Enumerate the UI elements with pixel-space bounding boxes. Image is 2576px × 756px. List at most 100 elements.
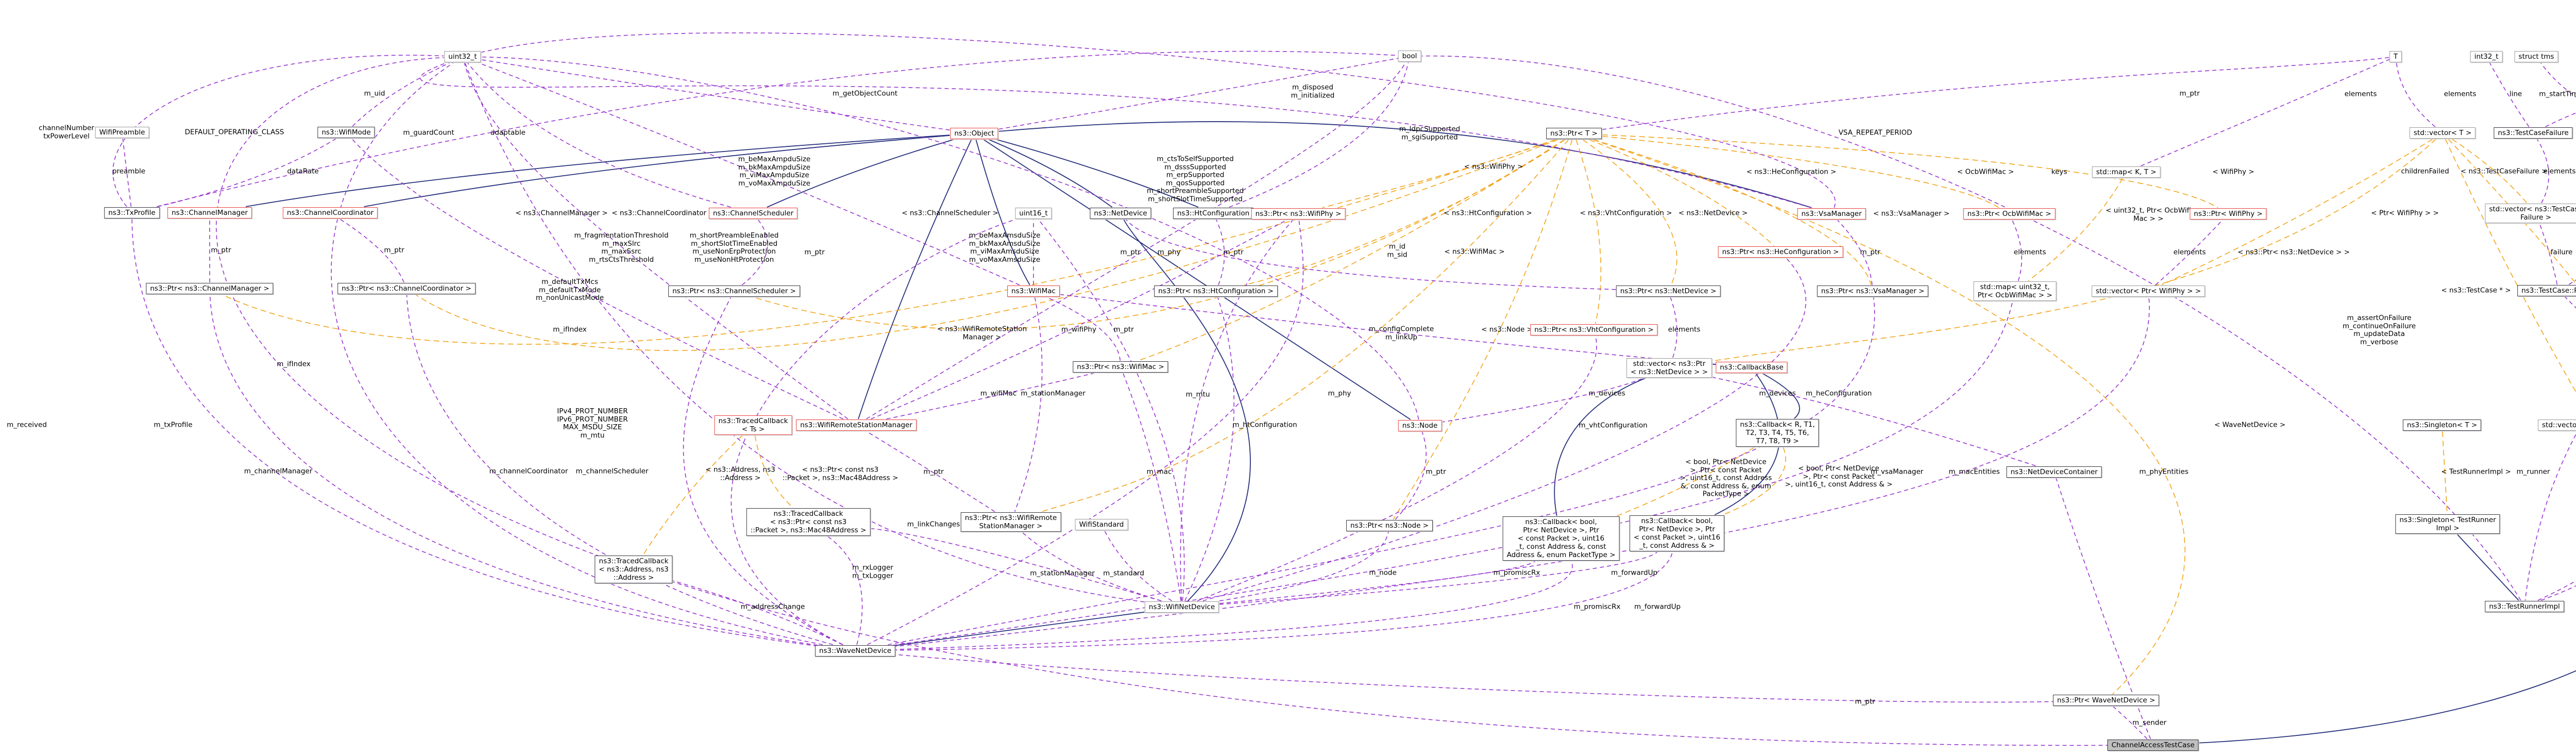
class-node-uint16[interactable]: uint16_t: [1015, 208, 1052, 219]
edge-ptrT-to-ptrnetdev: [1582, 139, 1677, 285]
class-node-ptrT[interactable]: ns3::Ptr< T >: [1546, 128, 1602, 139]
edge-label: m_ptr: [1855, 697, 1875, 706]
edge-vecwifiphy-to-ptrwifiphy: [2155, 220, 2223, 285]
class-node-ptrwave[interactable]: ns3::Ptr< WaveNetDevice >: [2053, 695, 2160, 706]
edge-wifinetdevice-to-uint16: [1038, 219, 1185, 601]
class-node-vecwifiphy[interactable]: std::vector< Ptr< WifiPhy > >: [2091, 285, 2206, 297]
class-node-chmanager[interactable]: ns3::ChannelManager: [167, 207, 252, 219]
edge-node-to-object: [983, 139, 1411, 420]
edge-label: m_ptr: [923, 467, 944, 476]
class-node-tcresult[interactable]: ns3::TestCase::Result: [2517, 285, 2576, 296]
class-node-uint32[interactable]: uint32_t: [444, 51, 481, 62]
class-node-object[interactable]: ns3::Object: [950, 128, 998, 139]
edge-label: elements: [2013, 248, 2046, 257]
class-node-node[interactable]: ns3::Node: [1398, 420, 1442, 431]
class-node-ptrht[interactable]: ns3::Ptr< ns3::HtConfiguration >: [1154, 285, 1278, 297]
edge-label: m_disposed m_initialized: [1291, 83, 1335, 99]
edge-htconfig-to-bool: [1229, 62, 1409, 208]
class-node-txprofile[interactable]: ns3::TxProfile: [104, 207, 160, 219]
edge-label: < ns3::WifiRemoteStation Manager >: [937, 325, 1027, 341]
edge-label: m_guardCount: [403, 128, 454, 137]
class-node-chcoordinator[interactable]: ns3::ChannelCoordinator: [282, 207, 378, 219]
edge-label: childrenFailed: [2401, 167, 2449, 176]
edge-label: < ns3::VsaManager >: [1873, 209, 1950, 218]
class-node-chscheduler[interactable]: ns3::ChannelScheduler: [708, 208, 798, 219]
class-node-mapkt[interactable]: std::map< K, T >: [2092, 166, 2161, 178]
edge-label: m_channelManager: [244, 467, 313, 476]
class-node-wifistandard[interactable]: WifiStandard: [1075, 519, 1128, 530]
class-node-callbackbase[interactable]: ns3::CallbackBase: [1716, 362, 1788, 373]
edge-label: m_ptr: [804, 248, 825, 257]
edge-testcase-to-tcresult: [2564, 296, 2576, 309]
class-node-wifimac[interactable]: ns3::WifiMac: [1007, 285, 1060, 297]
class-node-int32[interactable]: int32_t: [2470, 51, 2503, 62]
class-node-ptrwifiphy3[interactable]: ns3::Ptr< ns3::WifiPhy >: [1251, 208, 1346, 220]
edge-label: m_txProfile: [154, 421, 193, 429]
class-node-tracedcb3[interactable]: ns3::TracedCallback < ns3::Address, ns3 …: [595, 556, 673, 583]
class-node-singletonT[interactable]: ns3::Singleton< T >: [2402, 419, 2482, 431]
class-node-ptrchcoord[interactable]: ns3::Ptr< ns3::ChannelCoordinator >: [337, 283, 476, 294]
class-node-structtms[interactable]: struct tms: [2514, 51, 2558, 62]
class-node-ptrvht[interactable]: ns3::Ptr< ns3::VhtConfiguration >: [1530, 324, 1658, 335]
class-node-ptrvsa[interactable]: ns3::Ptr< ns3::VsaManager >: [1817, 285, 1929, 297]
class-node-vecnetdev[interactable]: std::vector< ns3::Ptr < ns3::NetDevice >…: [1626, 358, 1712, 378]
edge-ptrT-to-ptrchcoord: [415, 139, 1558, 351]
class-node-ptrwifimac[interactable]: ns3::Ptr< ns3::WifiMac >: [1073, 361, 1168, 373]
class-node-callbackR[interactable]: ns3::Callback< R, T1, T2, T3, T4, T5, T6…: [1736, 419, 1819, 447]
class-node-mapocb[interactable]: std::map< uint32_t, Ptr< OcbWifiMac > >: [1973, 281, 2057, 301]
class-node-netdevice[interactable]: ns3::NetDevice: [1090, 208, 1151, 219]
edge-wavenetdevice-to-tracedcb3: [673, 580, 843, 645]
class-node-testrunnerimpl[interactable]: ns3::TestRunnerImpl: [2485, 601, 2564, 612]
class-node-ptrchsched[interactable]: ns3::Ptr< ns3::ChannelScheduler >: [668, 285, 800, 297]
edge-ptrwave-to-wavenetdevice: [892, 653, 2056, 703]
class-node-T[interactable]: T: [2389, 51, 2402, 62]
class-node-wavenetdevice[interactable]: ns3::WaveNetDevice: [815, 645, 896, 657]
class-node-vecT[interactable]: std::vector< T >: [2409, 127, 2476, 139]
edge-tcresult-to-vectcf: [2539, 223, 2558, 285]
class-node-ptrocb[interactable]: ns3::Ptr< OcbWifiMac >: [1963, 208, 2056, 220]
edge-cb2-to-callbackbase: [1714, 373, 1780, 515]
class-node-ptrwifiphy[interactable]: ns3::Ptr< WifiPhy >: [2190, 208, 2267, 220]
class-node-ptrnode[interactable]: ns3::Ptr< ns3::Node >: [1346, 520, 1433, 531]
edge-vecnetdev-to-ptrnetdev: [1670, 297, 1677, 358]
edge-label: m_ptr: [211, 246, 231, 255]
class-node-tracedcb2[interactable]: ns3::TracedCallback < ns3::Ptr< const ns…: [746, 508, 871, 536]
edge-mapkt-to-T: [2141, 59, 2390, 166]
class-node-wrsm[interactable]: ns3::WifiRemoteStationManager: [796, 419, 917, 431]
class-node-singletonTRI[interactable]: ns3::Singleton< TestRunner Impl >: [2395, 514, 2500, 534]
class-node-wifinetdevice[interactable]: ns3::WifiNetDevice: [1144, 601, 1219, 613]
class-node-vectc[interactable]: std::vector< ns3::TestCase * >: [2538, 419, 2576, 431]
edge-wavenetdevice-to-txprofile: [131, 219, 818, 647]
class-node-wifipreamble[interactable]: WifiPreamble: [95, 127, 149, 138]
edge-label: m_received: [7, 421, 47, 429]
class-node-ptrnetdev[interactable]: ns3::Ptr< ns3::NetDevice >: [1616, 285, 1721, 297]
class-node-testcasefailure[interactable]: ns3::TestCaseFailure: [2494, 127, 2573, 139]
edge-vsamanager-to-uint32: [481, 32, 1836, 208]
class-node-ptrhe[interactable]: ns3::Ptr< ns3::HeConfiguration >: [1718, 246, 1843, 258]
edge-label: < ns3::ChannelCoordinator >: [612, 209, 715, 217]
edge-chcoordinator-to-object: [364, 135, 950, 207]
edge-ptrT-to-ptrchsched: [754, 139, 1565, 330]
class-node-ptrwrsm[interactable]: ns3::Ptr< ns3::WifiRemote StationManager…: [960, 512, 1061, 532]
class-node-netdevcontainer[interactable]: ns3::NetDeviceContainer: [2006, 466, 2102, 478]
edge-label: m_ptr: [1426, 467, 1446, 476]
edge-ptrnetdev-to-netdevice: [1125, 219, 1616, 290]
edge-mapkt-to-mapocb: [2028, 178, 2123, 281]
edge-callbackR-to-cb1: [1617, 447, 1755, 516]
edge-label: m_ptr: [384, 246, 404, 255]
class-node-htconfig[interactable]: ns3::HtConfiguration: [1173, 208, 1254, 219]
edge-wifimac-to-uint32: [478, 62, 1020, 285]
class-node-cb2[interactable]: ns3::Callback< bool, Ptr< NetDevice >, P…: [1629, 515, 1725, 551]
class-node-bool[interactable]: bool: [1398, 51, 1421, 62]
edge-callbackR-to-callbackbase: [1762, 373, 1800, 419]
class-node-tracedcb[interactable]: ns3::TracedCallback < Ts >: [714, 415, 792, 435]
class-node-vectcf[interactable]: std::vector< ns3::TestCase Failure >: [2485, 204, 2576, 223]
class-node-cb1[interactable]: ns3::Callback< bool, Ptr< NetDevice >, P…: [1502, 516, 1620, 561]
class-node-wifimode[interactable]: ns3::WifiMode: [317, 127, 375, 138]
edge-label: IPv4_PROT_NUMBER IPv6_PROT_NUMBER MAX_MS…: [557, 407, 628, 440]
class-node-ptrchmanager[interactable]: ns3::Ptr< ns3::ChannelManager >: [146, 283, 274, 294]
edge-wifinetdevice-to-wifistandard: [1104, 530, 1173, 601]
class-node-vsamanager[interactable]: ns3::VsaManager: [1797, 208, 1866, 220]
edge-wifimode-to-uint32: [352, 62, 450, 127]
